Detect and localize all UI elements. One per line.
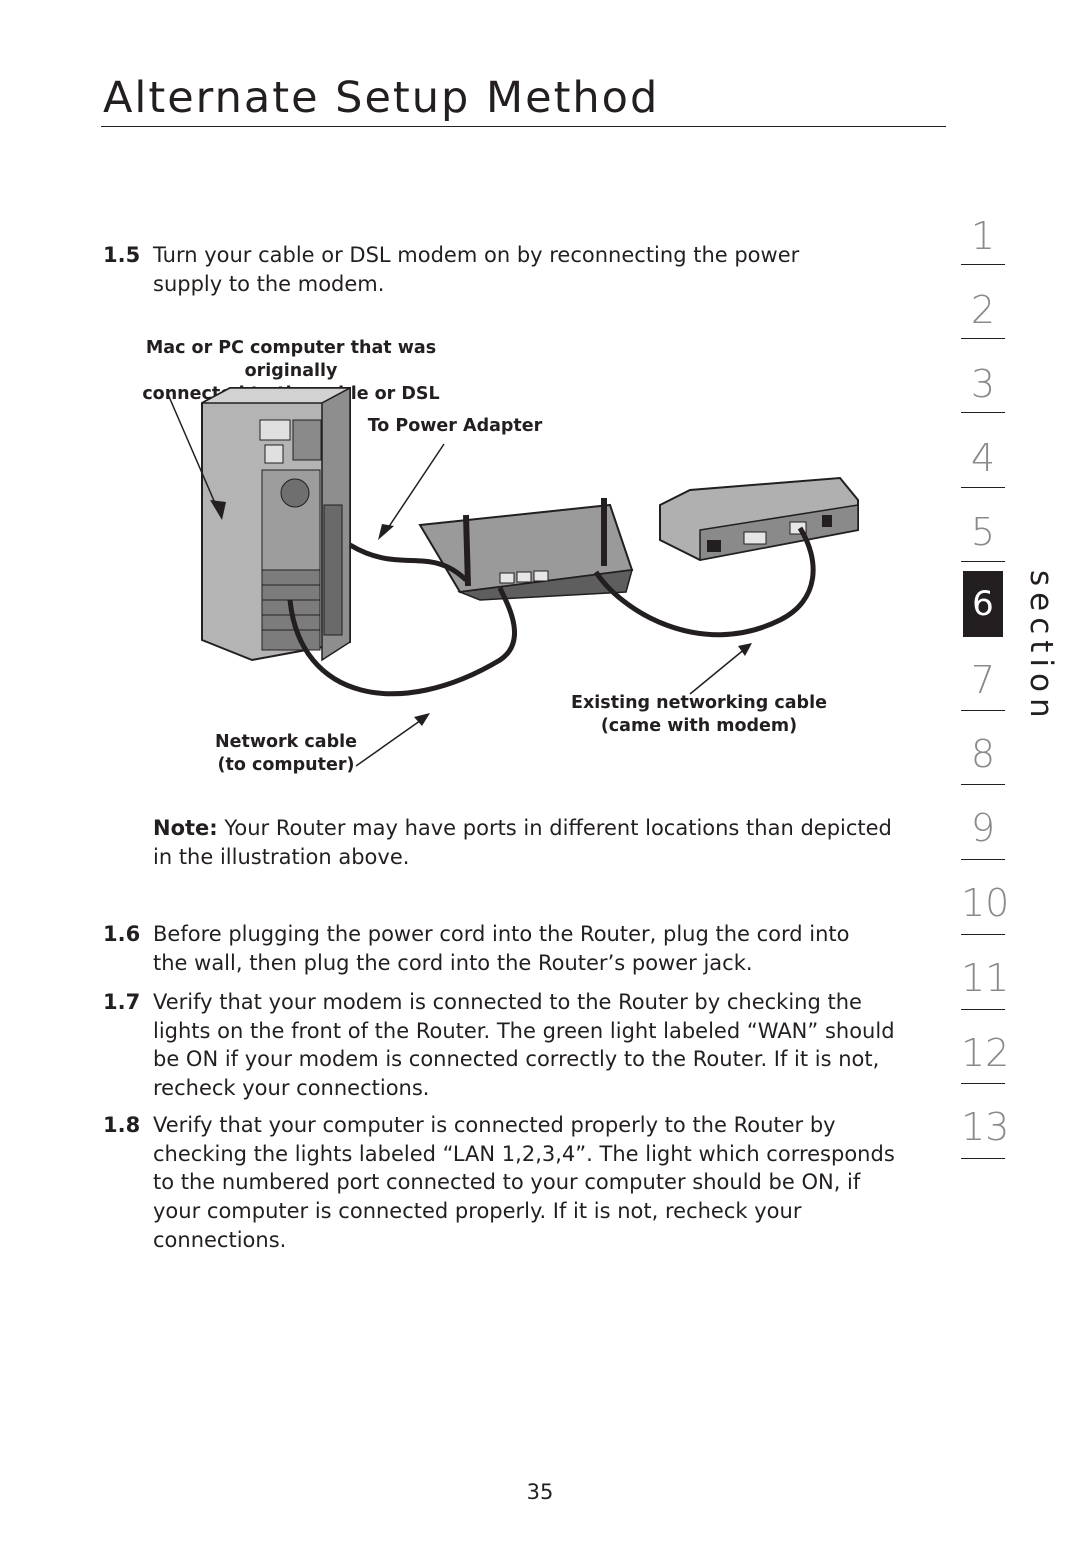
- section-divider: [961, 264, 1005, 265]
- step-1-5: 1.5 Turn your cable or DSL modem on by r…: [103, 241, 913, 298]
- step-text: Turn your cable or DSL modem on by recon…: [153, 243, 800, 296]
- note-text: Your Router may have ports in different …: [153, 816, 892, 869]
- step-text: Before plugging the power cord into the …: [153, 922, 850, 975]
- modem-icon: [659, 476, 859, 562]
- network-cable-callout: Network cable (to computer): [214, 732, 357, 775]
- section-tab-2: 2: [970, 288, 996, 332]
- section-tab-3: 3: [970, 362, 996, 406]
- step-number: 1.6: [103, 922, 141, 946]
- title-divider: [101, 126, 946, 127]
- section-divider: [961, 934, 1005, 935]
- page-number: 35: [526, 1480, 554, 1504]
- step-1-6: 1.6 Before plugging the power cord into …: [103, 920, 913, 977]
- step-number: 1.5: [103, 243, 141, 267]
- section-tab-10: 10: [961, 881, 1010, 925]
- note: Note: Your Router may have ports in diff…: [153, 814, 893, 871]
- computer-tower-icon: [201, 386, 351, 662]
- section-divider: [961, 338, 1005, 339]
- section-divider: [961, 859, 1005, 860]
- section-tab-8: 8: [970, 732, 996, 776]
- section-divider: [961, 487, 1005, 488]
- section-divider: [961, 784, 1005, 785]
- note-label: Note:: [153, 816, 218, 840]
- section-tab-5: 5: [970, 510, 996, 554]
- section-tab-12: 12: [961, 1031, 1010, 1075]
- step-text: Verify that your modem is connected to t…: [153, 990, 895, 1101]
- section-tab-6-active: 6: [963, 571, 1003, 637]
- section-tab-13: 13: [961, 1105, 1010, 1149]
- section-tab-4: 4: [970, 436, 996, 480]
- section-label: section: [1023, 570, 1059, 724]
- section-divider: [961, 561, 1005, 562]
- section-divider: [961, 412, 1005, 413]
- setup-illustration: [166, 386, 859, 767]
- section-divider: [961, 1009, 1005, 1010]
- existing-cable-callout: Existing networking cable (came with mod…: [571, 693, 827, 736]
- step-number: 1.7: [103, 990, 141, 1014]
- section-tab-11: 11: [961, 956, 1010, 1000]
- power-adapter-callout: To Power Adapter: [367, 416, 543, 436]
- page-title: Alternate Setup Method: [103, 73, 660, 123]
- section-divider: [961, 710, 1005, 711]
- section-tab-7: 7: [970, 658, 996, 702]
- step-number: 1.8: [103, 1113, 141, 1137]
- router-icon: [418, 498, 634, 601]
- step-1-7: 1.7 Verify that your modem is connected …: [103, 988, 913, 1103]
- section-tab-9: 9: [970, 806, 996, 850]
- section-divider: [961, 1083, 1005, 1084]
- step-1-8: 1.8 Verify that your computer is connect…: [103, 1111, 913, 1255]
- step-text: Verify that your computer is connected p…: [153, 1113, 895, 1252]
- section-tab-1: 1: [970, 214, 996, 258]
- section-divider: [961, 1158, 1005, 1159]
